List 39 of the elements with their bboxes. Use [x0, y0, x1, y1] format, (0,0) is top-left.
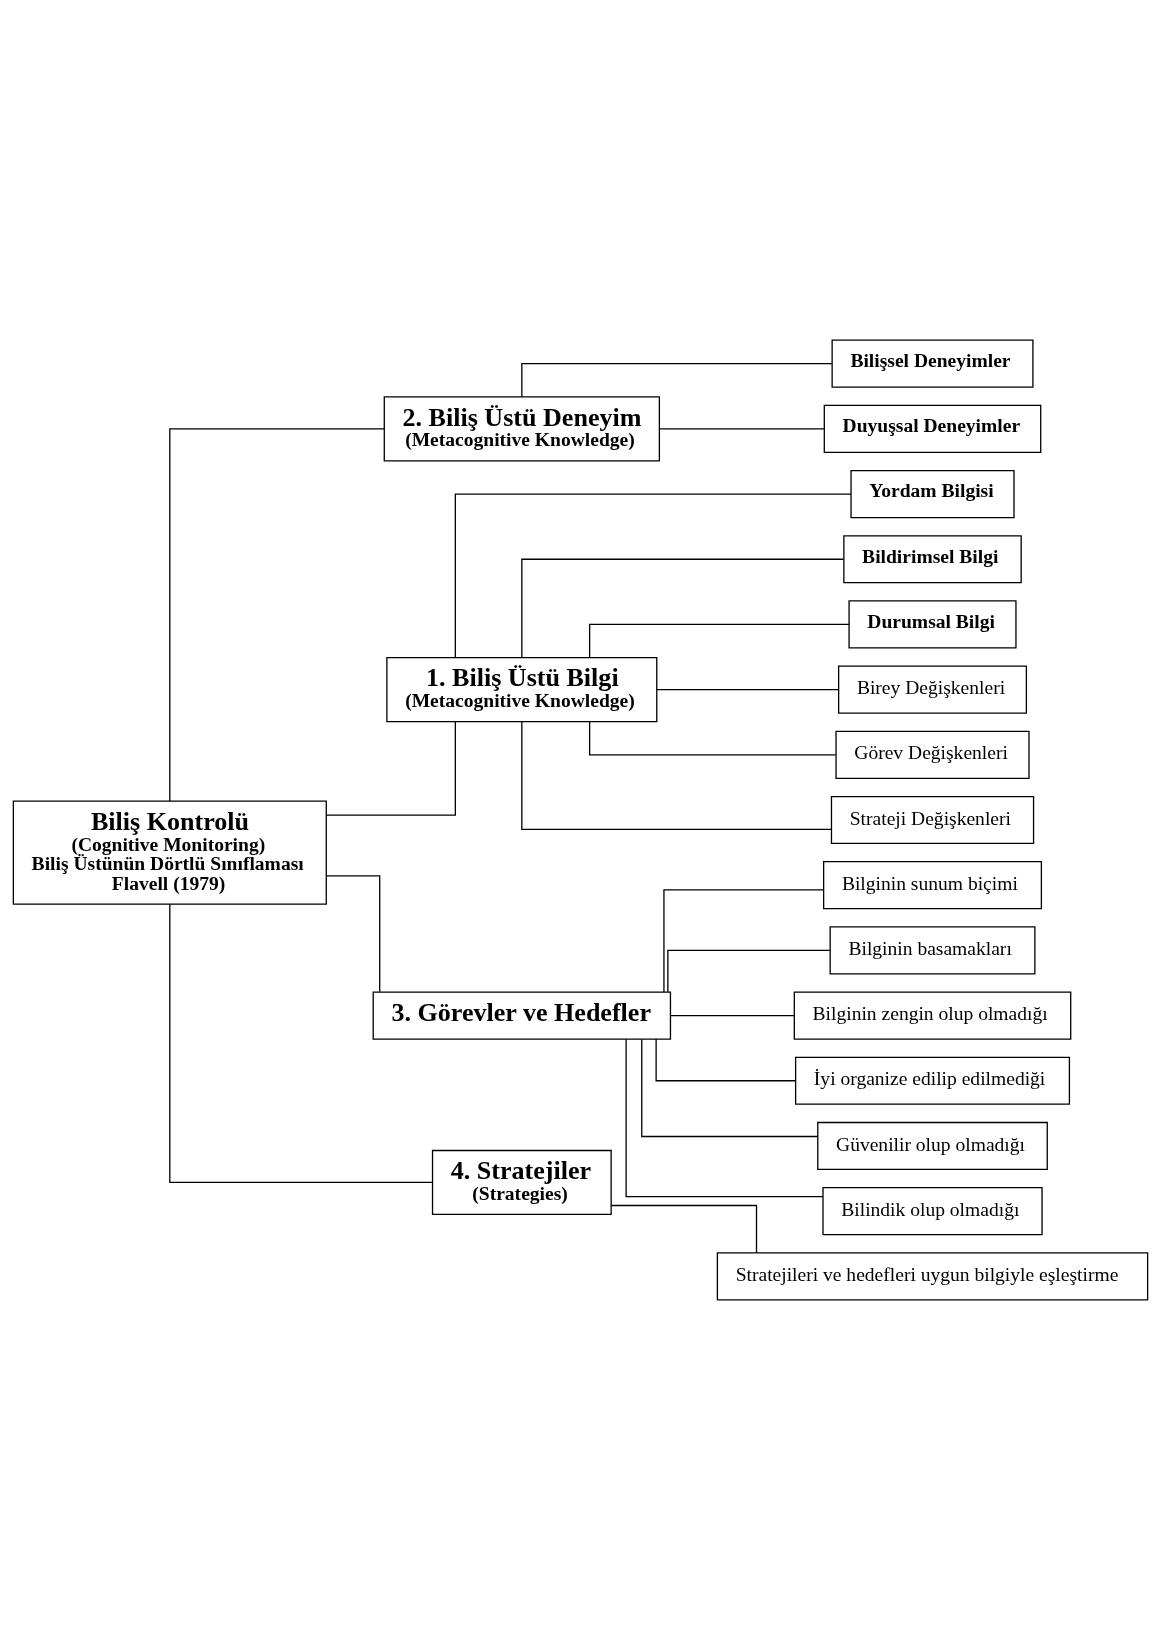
node-box: Bilişsel Deneyimler: [831, 339, 1034, 388]
node-box: Bilindik olup olmadığı: [822, 1186, 1043, 1235]
node-box: Biliş Kontrolü (Cognitive Monitoring) Biliş Üstünün Dörtlü Sınıflaması Flavell (1979): [12, 799, 327, 905]
node-box: İyi organize edilip edilmediği: [794, 1056, 1071, 1105]
node-box: 1. Biliş Üstü Bilgi (Metacognitive Knowledge): [386, 656, 658, 722]
connector: [670, 1014, 795, 1016]
connector: [659, 427, 825, 429]
connector: [521, 720, 832, 830]
connector: [521, 558, 845, 658]
node-box: Stratejileri ve hedefleri uygun bilgiyle eşleştirme: [716, 1251, 1149, 1300]
connector: [625, 1038, 824, 1197]
node-box: Görev Değişkenleri: [835, 730, 1030, 779]
connector: [589, 720, 837, 755]
connector: [641, 1038, 819, 1137]
connector: [656, 688, 839, 690]
node-box: 3. Görevler ve Hedefler: [372, 990, 672, 1040]
node-box: Duyuşsal Deneyimler: [823, 404, 1042, 453]
node-box: 2. Biliş Üstü Deneyim (Metacognitive Knowledge): [383, 395, 661, 461]
connector: [663, 888, 824, 993]
node-box: Birey Değişkenleri: [838, 665, 1028, 714]
connector: [325, 720, 456, 816]
node-box: Bilginin basamakları: [829, 925, 1036, 974]
connector: [667, 949, 831, 993]
node-box: Strateji Değişkenleri: [830, 795, 1035, 844]
connector: [589, 623, 850, 658]
connector: [610, 1204, 758, 1253]
connector: [326, 874, 381, 992]
node-box: Güvenilir olup olmadığı: [817, 1121, 1048, 1170]
connector: [169, 427, 385, 802]
connector: [655, 1037, 797, 1081]
node-box: Yordam Bilgisi: [850, 469, 1015, 518]
node-box: Bildirimsel Bilgi: [843, 534, 1022, 583]
connector: [521, 362, 833, 397]
node-box: Durumsal Bilgi: [848, 599, 1017, 649]
node-box: 4. Stratejiler (Strategies): [431, 1149, 612, 1215]
node-box: Bilginin zengin olup olmadığı: [793, 990, 1072, 1040]
connector: [169, 903, 433, 1183]
connector: [454, 492, 852, 658]
node-box: Bilginin sunum biçimi: [823, 860, 1043, 909]
